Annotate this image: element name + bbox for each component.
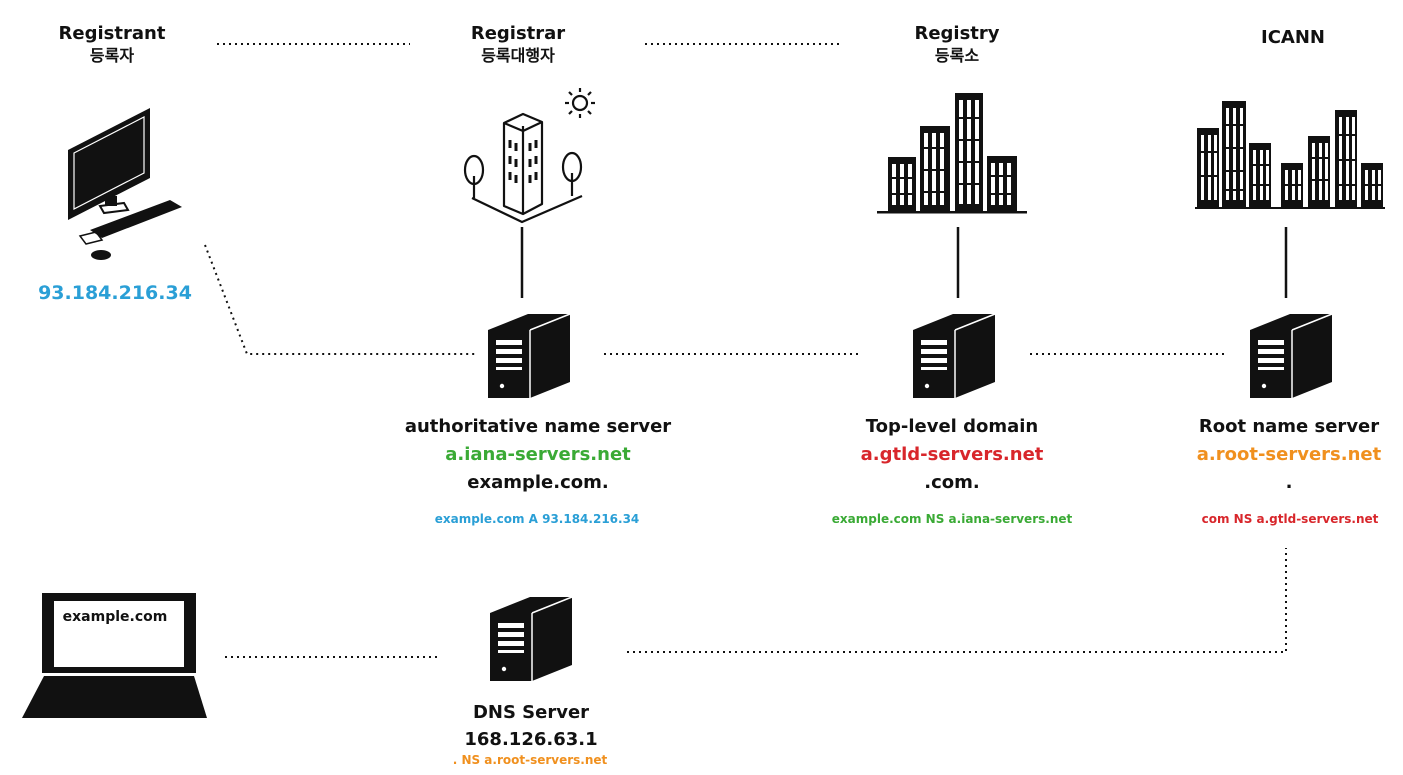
city-buildings-icon xyxy=(877,93,1027,214)
registrar-korean-title: 등록대행자 xyxy=(481,46,555,65)
laptop-icon xyxy=(22,593,207,718)
server-tower-icon xyxy=(1249,313,1333,399)
ownership-lines xyxy=(520,227,1288,298)
registrar-title: Registrar xyxy=(470,23,566,44)
tree-icon xyxy=(561,151,583,196)
server-tower-icon xyxy=(489,596,573,682)
registrant-ip: 93.184.216.34 xyxy=(38,282,192,304)
registrant-title: Registrant xyxy=(58,23,166,44)
city-buildings-icon xyxy=(1195,101,1385,209)
root-server-host: a.root-servers.net xyxy=(1196,444,1382,465)
dns-server-title: DNS Server xyxy=(472,702,590,723)
tld-server-host: a.gtld-servers.net xyxy=(860,444,1044,465)
server-tower-icon xyxy=(912,313,996,399)
sun-icon xyxy=(565,88,595,118)
tld-server-title: Top-level domain xyxy=(865,416,1039,437)
authoritative-server-title: authoritative name server xyxy=(404,416,672,437)
root-server-title: Root name server xyxy=(1198,416,1380,437)
connector-dns-root xyxy=(627,548,1287,653)
office-building-icon xyxy=(471,112,583,224)
authoritative-server-host: a.iana-servers.net xyxy=(445,444,631,465)
desktop-computer-icon xyxy=(68,108,182,260)
registry-title: Registry xyxy=(914,23,1000,44)
registry-korean-title: 등록소 xyxy=(934,46,980,65)
connector-registrant-authoritative xyxy=(204,244,476,355)
laptop-screen-text: example.com xyxy=(62,609,168,625)
icann-title: ICANN xyxy=(1261,27,1325,48)
dotted-connectors xyxy=(204,43,1287,658)
registrant-korean-title: 등록자 xyxy=(89,46,135,65)
root-server-zone: . xyxy=(1285,472,1293,493)
authoritative-server-zone: example.com. xyxy=(467,472,609,493)
authoritative-record: example.com A 93.184.216.34 xyxy=(434,512,640,526)
dns-server-record: . NS a.root-servers.net xyxy=(452,753,608,767)
server-tower-icon xyxy=(487,313,571,399)
tld-record: example.com NS a.iana-servers.net xyxy=(831,512,1073,526)
dns-server-ip: 168.126.63.1 xyxy=(464,729,598,750)
root-record: com NS a.gtld-servers.net xyxy=(1201,512,1379,526)
tld-server-zone: .com. xyxy=(924,472,980,493)
tree-icon xyxy=(463,154,485,198)
